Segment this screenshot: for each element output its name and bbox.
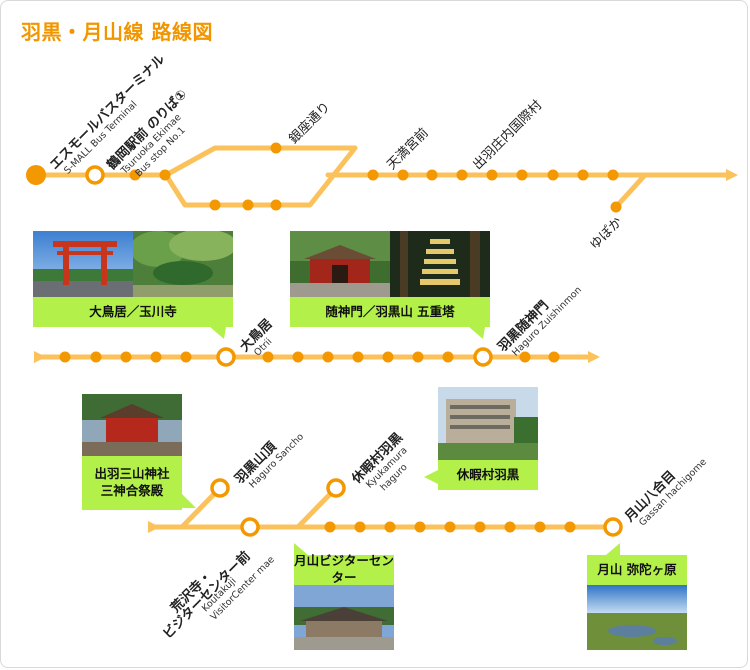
stop-dot: [548, 351, 560, 363]
hotel-photo: [438, 387, 538, 460]
stop-dot: [519, 351, 531, 363]
stop-dot: [474, 521, 486, 533]
route-arrows: [34, 169, 738, 533]
stop-dot: [242, 199, 254, 211]
caption-pointer: [210, 327, 226, 339]
stop-dot: [324, 521, 336, 533]
stop-dot: [90, 351, 102, 363]
caption-zuishin: 随神門／羽黒山 五重塔: [290, 297, 490, 327]
caption-pointer: [424, 470, 438, 484]
arrow-row2-end: [588, 351, 600, 363]
stop-kyukamura: [326, 478, 346, 498]
caption-otorii: 大鳥居／玉川寺: [33, 297, 233, 327]
stop-dots: [59, 142, 622, 533]
major-stops: [26, 165, 623, 537]
stop-dot: [262, 351, 274, 363]
stop-tsuruoka: [85, 165, 105, 185]
caption-visitor: 月山ビジターセンター: [294, 553, 394, 585]
stop-dot: [504, 521, 516, 533]
caption-kyuka: 休暇村羽黒: [438, 460, 538, 490]
stop-dot: [426, 169, 438, 181]
stop-dot: [270, 199, 282, 211]
visitor-center-photo: [294, 585, 394, 650]
stop-dot: [516, 169, 528, 181]
stop-sancho: [210, 478, 230, 498]
stop-dot: [547, 169, 559, 181]
stop-visitor: [240, 517, 260, 537]
stop-dot: [486, 169, 498, 181]
stop-dot: [180, 351, 192, 363]
arrow-row3-start: [148, 521, 160, 533]
stop-dot: [414, 521, 426, 533]
stop-dot: [354, 521, 366, 533]
arrow-row2-start: [34, 351, 46, 363]
caption-pointer: [182, 494, 196, 508]
caption-pointer: [294, 543, 308, 555]
caption-pointer: [469, 327, 485, 339]
stop-otorii: [216, 347, 236, 367]
torii-photo: [33, 231, 133, 297]
stop-dot: [209, 199, 221, 211]
stop-dot: [397, 169, 409, 181]
stop-dot: [352, 351, 364, 363]
stop-dot: [577, 169, 589, 181]
stop-dot: [322, 351, 334, 363]
caption-midagahara: 月山 弥陀ヶ原: [587, 555, 687, 585]
stop-dot: [456, 169, 468, 181]
stop-dot: [367, 169, 379, 181]
stop-dot: [129, 169, 141, 181]
stop-dot: [270, 142, 282, 154]
caption-dewa: 出羽三山神社 三神合祭殿: [82, 456, 182, 510]
stop-dot: [382, 351, 394, 363]
stop-dot: [564, 521, 576, 533]
stop-dot: [534, 521, 546, 533]
marsh-photo: [587, 585, 687, 650]
stop-dot: [444, 521, 456, 533]
stop-dot: [384, 521, 396, 533]
stop-dot: [607, 169, 619, 181]
stop-dot: [150, 351, 162, 363]
stop-s-mall-terminal: [26, 165, 46, 185]
stop-dot: [610, 201, 622, 213]
shrine-photo: [82, 394, 182, 456]
garden-photo: [133, 231, 233, 297]
stop-dot: [59, 351, 71, 363]
page-title: 羽黒・月山線 路線図: [21, 20, 213, 44]
stop-dot: [292, 351, 304, 363]
stop-dot: [442, 351, 454, 363]
route-branch-yupoka: [613, 172, 648, 210]
arrow-row1: [726, 169, 738, 181]
gate-photo: [290, 231, 390, 297]
stop-hachigome: [603, 517, 623, 537]
stop-dot: [159, 169, 171, 181]
stop-zuishinmon: [473, 347, 493, 367]
stop-dot: [120, 351, 132, 363]
stop-dot: [412, 351, 424, 363]
caption-pointer: [606, 543, 620, 555]
pagoda-photo: [390, 231, 490, 297]
